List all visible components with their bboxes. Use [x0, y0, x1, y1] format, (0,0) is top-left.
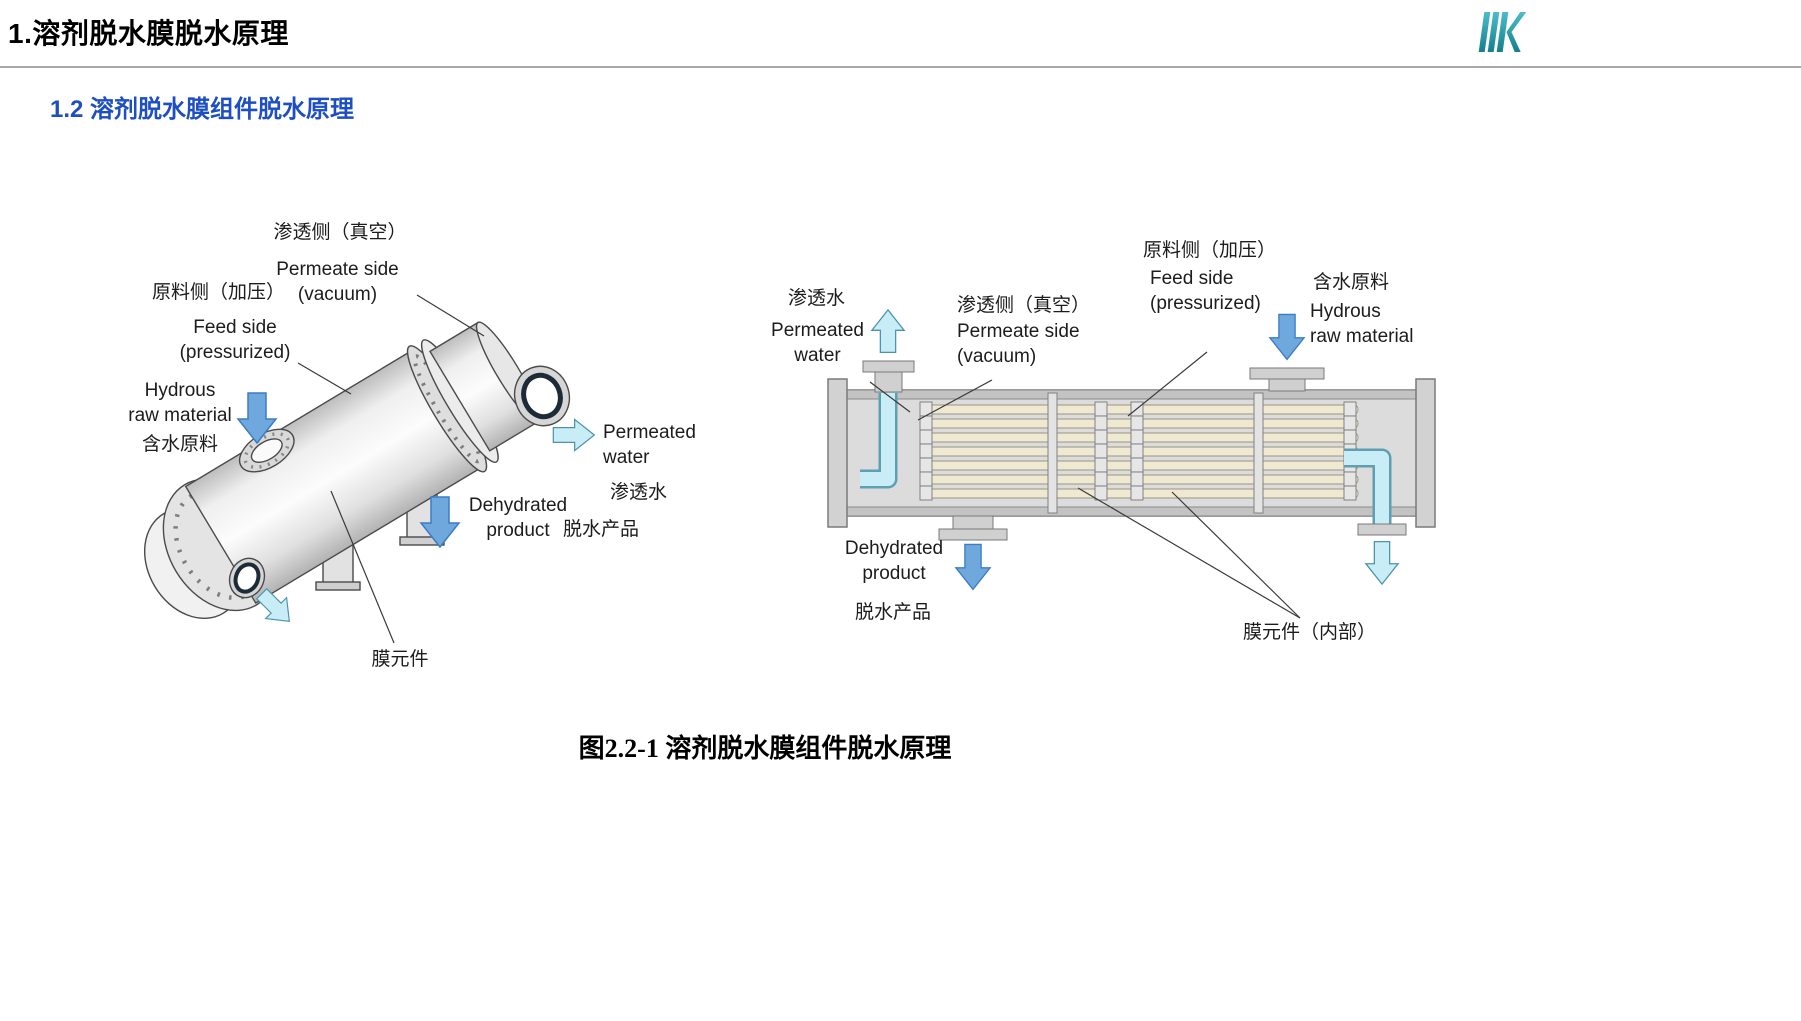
- label-feed-side-en: Feed side (pressurized): [179, 317, 291, 364]
- side-outlet-down-arrow-icon: [1365, 540, 1399, 585]
- label-permeate-side-cn: 渗透侧（真空）: [273, 222, 407, 243]
- feed-inlet-nozzle: [1249, 367, 1325, 392]
- label-feed-side-cn: 原料侧（加压）: [1143, 240, 1277, 261]
- permeate-end-nozzle: [513, 365, 571, 427]
- leader-lines: [297, 294, 485, 644]
- label-hydrous-raw-material-cn: 含水原料: [1313, 272, 1390, 293]
- permeate-elbow-pipe-left: [860, 393, 898, 489]
- leader-lines: [869, 351, 1301, 619]
- label-dehydrated-product-cn: 脱水产品: [563, 519, 640, 540]
- label-dehydrated-product-en: Dehydrated product: [468, 495, 568, 542]
- header-divider: [0, 66, 1801, 68]
- page-title: 1.溶剂脱水膜脱水原理: [8, 18, 289, 49]
- membrane-module-cross-section-drawing: [827, 309, 1436, 619]
- feed-down-arrow-icon: [1269, 313, 1305, 361]
- label-hydrous-raw-material-cn: 含水原料: [141, 434, 218, 455]
- label-hydrous-raw-material-en: Hydrous raw material: [1310, 301, 1414, 348]
- side-outlet-flange: [1357, 523, 1407, 536]
- label-feed-side-en: Feed side (pressurized): [1150, 268, 1261, 315]
- permeate-up-arrow-icon: [871, 309, 905, 354]
- figure-caption: 图2.2-1 溶剂脱水膜组件脱水原理: [578, 734, 952, 763]
- permeate-outlet-nozzle: [862, 360, 915, 393]
- label-dehydrated-product-en: Dehydrated product: [844, 538, 944, 585]
- baffle-plates: [1047, 392, 1264, 514]
- bottom-drain-nozzle: [228, 557, 266, 599]
- section-heading: 1.2 溶剂脱水膜组件脱水原理: [50, 96, 355, 123]
- left-diagram-3d-module: 渗透侧（真空） Permeate side (vacuum) 原料侧（加压） F…: [95, 195, 735, 705]
- label-permeated-water-en: Permeated water: [603, 422, 696, 469]
- product-down-arrow-icon: [955, 543, 991, 591]
- label-permeated-water-cn: 渗透水: [610, 482, 668, 503]
- membrane-module-3d-drawing: [143, 294, 595, 644]
- label-permeate-side-en: Permeate side (vacuum): [957, 321, 1080, 368]
- label-permeate-side-en: Permeate side (vacuum): [276, 259, 399, 306]
- label-dehydrated-product-cn: 脱水产品: [855, 602, 932, 623]
- company-logo-icon: [1478, 12, 1526, 52]
- label-hydrous-raw-material-en: Hydrous raw material: [128, 380, 232, 427]
- vessel-body: [143, 321, 540, 620]
- right-diagram-cross-section: 渗透水 Permeated water 渗透侧（真空） Permeate sid…: [760, 230, 1490, 660]
- label-permeated-water-en: Permeated water: [771, 320, 864, 367]
- product-outlet-nozzle: [938, 515, 1008, 541]
- label-feed-side-cn: 原料侧（加压）: [152, 282, 286, 303]
- label-membrane-element-internal: 膜元件（内部）: [1243, 622, 1377, 643]
- label-permeate-side-cn: 渗透侧（真空）: [957, 295, 1091, 316]
- label-permeated-water-cn: 渗透水: [788, 288, 846, 309]
- outlet-elbow-pipe-right: [1344, 448, 1392, 524]
- label-membrane-element: 膜元件: [371, 649, 429, 670]
- permeate-out-arrow-icon: [552, 418, 595, 452]
